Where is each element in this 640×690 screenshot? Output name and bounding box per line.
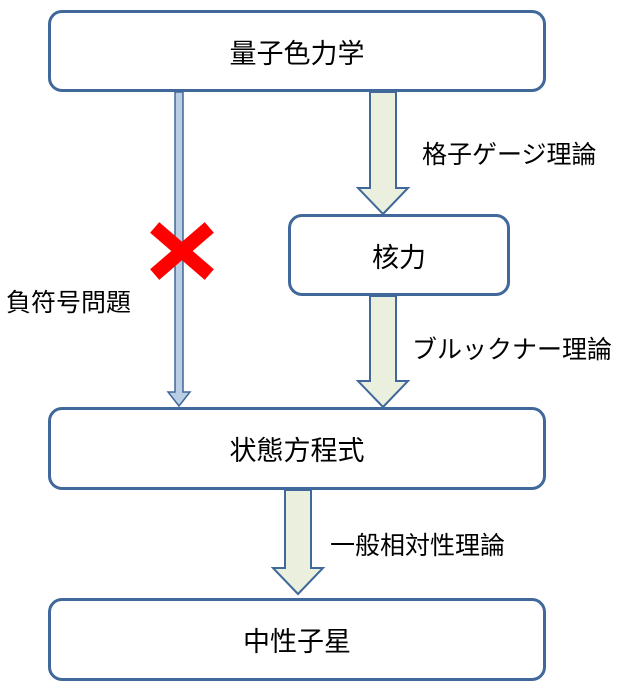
blocked-cross-icon	[150, 222, 214, 280]
neutron-star-node: 中性子星	[48, 598, 546, 681]
lattice-gauge-arrow	[355, 91, 411, 216]
brueckner-label: ブルックナー理論	[412, 335, 613, 364]
eos-node: 状態方程式	[48, 407, 546, 490]
qcd-node: 量子色力学	[48, 10, 546, 92]
qcd-label: 量子色力学	[229, 38, 365, 70]
general-relativity-label: 一般相対性理論	[330, 531, 506, 560]
brueckner-arrow	[355, 295, 411, 409]
general-relativity-arrow	[270, 489, 326, 596]
nuclear-force-label: 核力	[372, 242, 426, 274]
sign-problem-label: 負符号問題	[6, 288, 132, 317]
lattice-gauge-label: 格子ゲージ理論	[422, 140, 597, 169]
nuclear-force-node: 核力	[288, 214, 510, 296]
eos-label: 状態方程式	[229, 436, 365, 467]
neutron-star-label: 中性子星	[243, 627, 351, 658]
